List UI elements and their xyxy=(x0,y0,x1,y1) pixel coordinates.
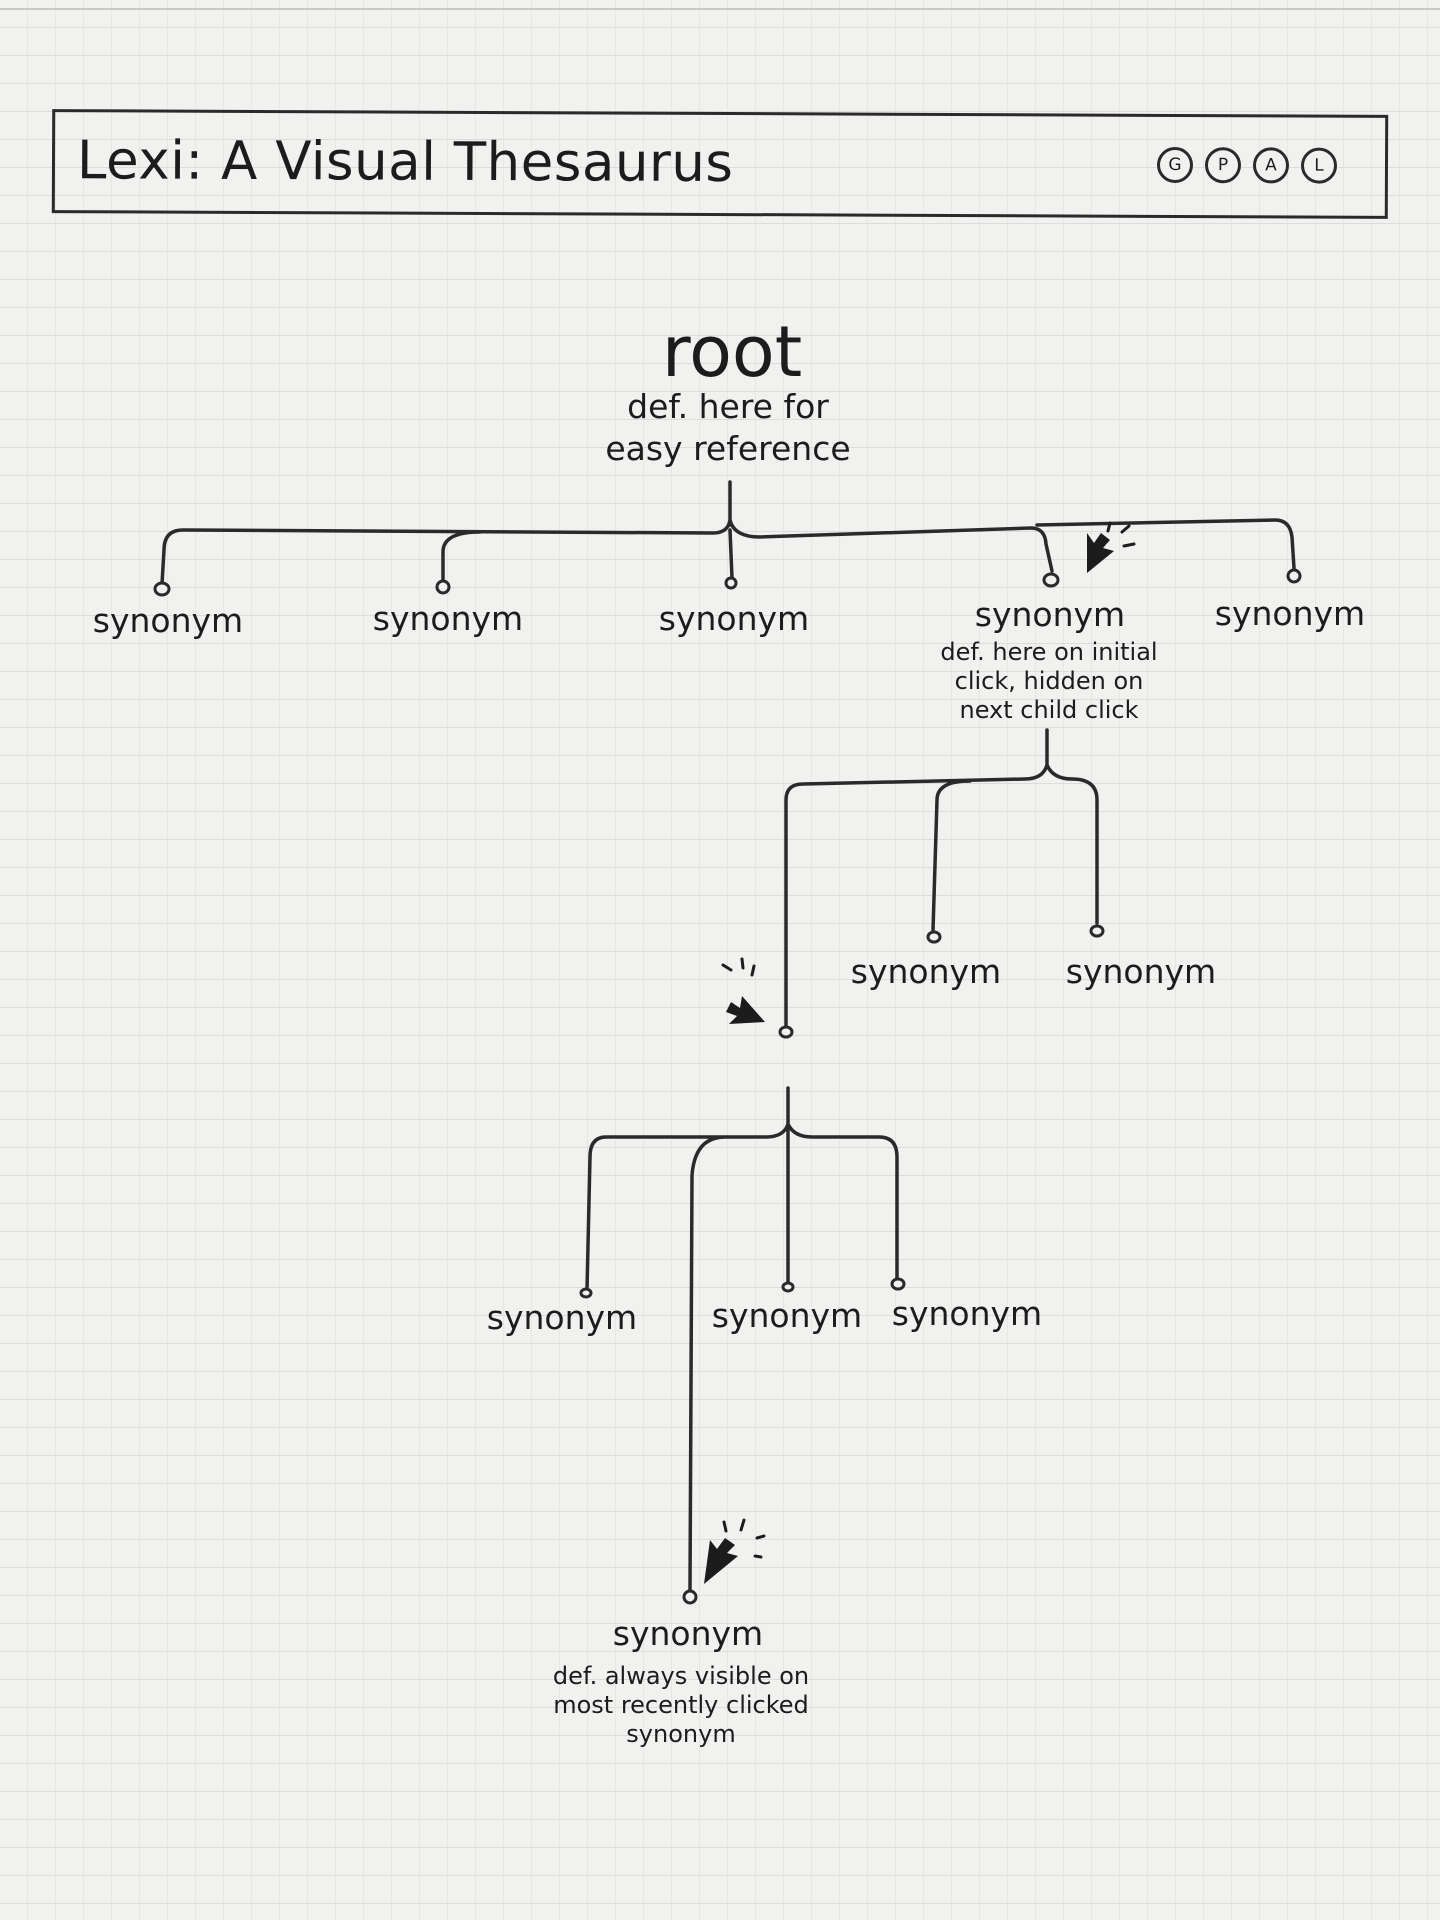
synonym-node[interactable]: synonym xyxy=(1214,594,1366,633)
synonym-node[interactable]: synonym xyxy=(92,601,244,640)
synonym-definition: def. here on initial click, hidden on ne… xyxy=(940,638,1157,725)
click-cursor-icon xyxy=(704,1518,766,1584)
level3-connector xyxy=(585,1086,899,1592)
definition-line: synonym xyxy=(626,1720,736,1748)
synonym-node[interactable]: synonym xyxy=(891,1294,1043,1333)
click-cursor-icon xyxy=(721,957,765,1024)
synonym-node-selected[interactable]: synonym xyxy=(612,1614,764,1653)
node-dot xyxy=(781,1281,795,1293)
definition-line: def. always visible on xyxy=(552,1662,810,1690)
synonym-definition: def. always visible on most recently cli… xyxy=(553,1662,809,1749)
node-dot xyxy=(153,581,171,597)
definition-line: click, hidden on xyxy=(954,667,1144,695)
definition-line: next child click xyxy=(959,696,1139,724)
node-dot xyxy=(435,579,451,595)
node-dot xyxy=(1042,572,1060,588)
synonym-node[interactable]: synonym xyxy=(850,952,1002,991)
node-dot xyxy=(778,1025,794,1039)
level2-connector xyxy=(784,728,1099,1034)
click-cursor-icon xyxy=(1087,521,1136,573)
synonym-node[interactable]: synonym xyxy=(658,599,810,638)
synonym-node-expanded[interactable]: synonym xyxy=(974,595,1126,634)
node-dot xyxy=(890,1277,906,1291)
root-definition-line: easy reference xyxy=(605,429,851,468)
definition-line: most recently clicked xyxy=(553,1691,809,1719)
root-word[interactable]: root xyxy=(661,311,803,393)
root-definition: def. here for easy reference xyxy=(605,386,850,470)
synonym-node[interactable]: synonym xyxy=(486,1298,638,1337)
node-dot xyxy=(682,1589,698,1605)
node-dot xyxy=(1286,568,1302,584)
node-dot xyxy=(1089,924,1105,938)
root-connector xyxy=(160,480,1296,586)
node-dot xyxy=(724,576,738,590)
root-to-syn2-connector xyxy=(441,530,482,586)
node-dot xyxy=(579,1287,593,1299)
synonym-node[interactable]: synonym xyxy=(711,1296,863,1335)
paper-top-edge xyxy=(0,8,1440,10)
definition-line: def. here on initial xyxy=(940,638,1158,666)
root-definition-line: def. here for xyxy=(627,387,829,426)
synonym-node[interactable]: synonym xyxy=(1065,952,1217,991)
node-dot xyxy=(926,930,942,944)
synonym-node[interactable]: synonym xyxy=(372,599,524,638)
